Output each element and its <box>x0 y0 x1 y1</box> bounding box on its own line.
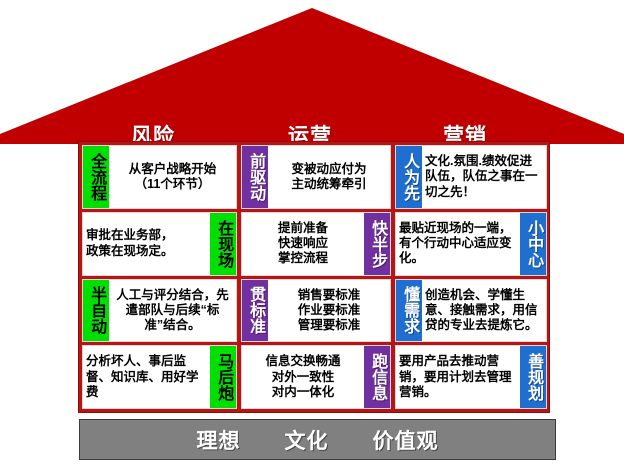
cell-text-marketing-2: 最贴近现场的一端，有个行动中心适应变化。 <box>399 220 512 266</box>
cell-text-risk-4: 分析坏人、事后监督、知识库、用好学费 <box>86 354 199 399</box>
tag-paoxinxi: 跑信息 <box>364 346 390 408</box>
cell-marketing-4[interactable]: 善规划 要用产品去推动营销，要用计划去管理营销。 <box>395 345 547 409</box>
roof: 风险 运营 营销 <box>0 8 624 148</box>
cell-text-marketing-3: 创造机会、学懂生意、接触需求，用信贷的专业去提炼它。 <box>425 287 538 333</box>
foundation-bar: 理想 文化 价值观 <box>79 419 556 460</box>
cell-risk-1[interactable]: 全流程 从客户战略开始 （11个环节） <box>82 145 237 209</box>
cell-text-operation-1: 变被动应付为 主动统筹牵引 <box>291 161 367 191</box>
cell-text-operation-4: 信息交换畅通 对外一致性 对内一体化 <box>265 354 341 399</box>
cell-marketing-1[interactable]: 人为先 文化.氛围.绩效促进队伍，队伍之事在一切之先！ <box>395 145 547 209</box>
cell-marketing-2[interactable]: 小中心 最贴近现场的一端，有个行动中心适应变化。 <box>395 211 547 276</box>
cell-text-risk-1: 从客户战略开始 （11个环节） <box>128 161 217 191</box>
tag-guanbiaozhun: 贯标准 <box>242 279 268 342</box>
cell-operation-1[interactable]: 前驱动 变被动应付为 主动统筹牵引 <box>241 145 391 209</box>
cell-text-risk-2: 审批在业务部， 政策在现场定。 <box>86 228 174 258</box>
tag-banzidong: 半自动 <box>83 279 109 342</box>
column-risk: 全流程 从客户战略开始 （11个环节） 在现场 审批在业务部， 政策在现场定。 … <box>82 145 237 409</box>
column-operation: 前驱动 变被动应付为 主动统筹牵引 快半步 提前准备 快速响应 掌控流程 贯标准… <box>241 145 391 409</box>
foundation-label-values: 价值观 <box>372 429 439 453</box>
tag-dongxuqiu: 懂需求 <box>396 279 422 342</box>
cell-marketing-3[interactable]: 懂需求 创造机会、学懂生意、接触需求，用信贷的专业去提炼它。 <box>395 278 547 343</box>
tag-mahoupao: 马后炮 <box>210 346 236 408</box>
roof-shape <box>0 8 624 144</box>
column-marketing: 人为先 文化.氛围.绩效促进队伍，队伍之事在一切之先！ 小中心 最贴近现场的一端… <box>395 145 547 409</box>
tag-shanguihua: 善规划 <box>520 346 546 408</box>
foundation-label-ideal: 理想 <box>196 429 241 453</box>
cell-risk-4[interactable]: 马后炮 分析坏人、事后监督、知识库、用好学费 <box>82 345 237 409</box>
cell-text-marketing-4: 要用产品去推动营销，要用计划去管理营销。 <box>399 354 512 399</box>
cell-operation-2[interactable]: 快半步 提前准备 快速响应 掌控流程 <box>241 211 391 276</box>
cell-operation-3[interactable]: 贯标准 销售要标准 作业要标准 管理要标准 <box>241 278 391 343</box>
tag-xiaozhongxin: 小中心 <box>520 212 546 275</box>
cell-risk-2[interactable]: 在现场 审批在业务部， 政策在现场定。 <box>82 211 237 276</box>
house-body: 全流程 从客户战略开始 （11个环节） 在现场 审批在业务部， 政策在现场定。 … <box>78 141 550 413</box>
cell-text-operation-2: 提前准备 快速响应 掌控流程 <box>277 220 328 266</box>
tag-quanliucheng: 全流程 <box>83 146 109 208</box>
cell-text-marketing-1: 文化.氛围.绩效促进队伍，队伍之事在一切之先！ <box>425 154 538 199</box>
cell-text-operation-3: 销售要标准 作业要标准 管理要标准 <box>297 287 361 333</box>
cell-operation-4[interactable]: 跑信息 信息交换畅通 对外一致性 对内一体化 <box>241 345 391 409</box>
tag-kuaibanbu: 快半步 <box>364 212 390 275</box>
cell-text-risk-3: 人工与评分结合，先遣部队与后续“标准”结合。 <box>116 287 229 333</box>
foundation-label-culture: 文化 <box>284 429 329 453</box>
cell-risk-3[interactable]: 半自动 人工与评分结合，先遣部队与后续“标准”结合。 <box>82 278 237 343</box>
tag-renweixian: 人为先 <box>396 146 422 208</box>
tag-zaixianchang: 在现场 <box>210 212 236 275</box>
tag-qianqudong: 前驱动 <box>242 146 268 208</box>
